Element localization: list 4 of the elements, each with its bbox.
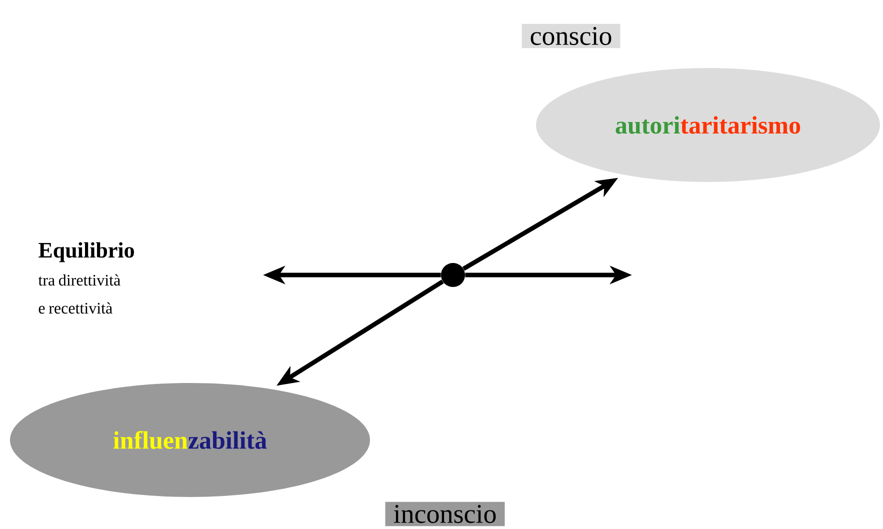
center-dot: [441, 263, 465, 287]
label-box: inconscio: [385, 502, 505, 526]
side-text: Equilibrio tra direttività e recettività: [38, 242, 134, 314]
label-box: conscio: [522, 24, 620, 48]
